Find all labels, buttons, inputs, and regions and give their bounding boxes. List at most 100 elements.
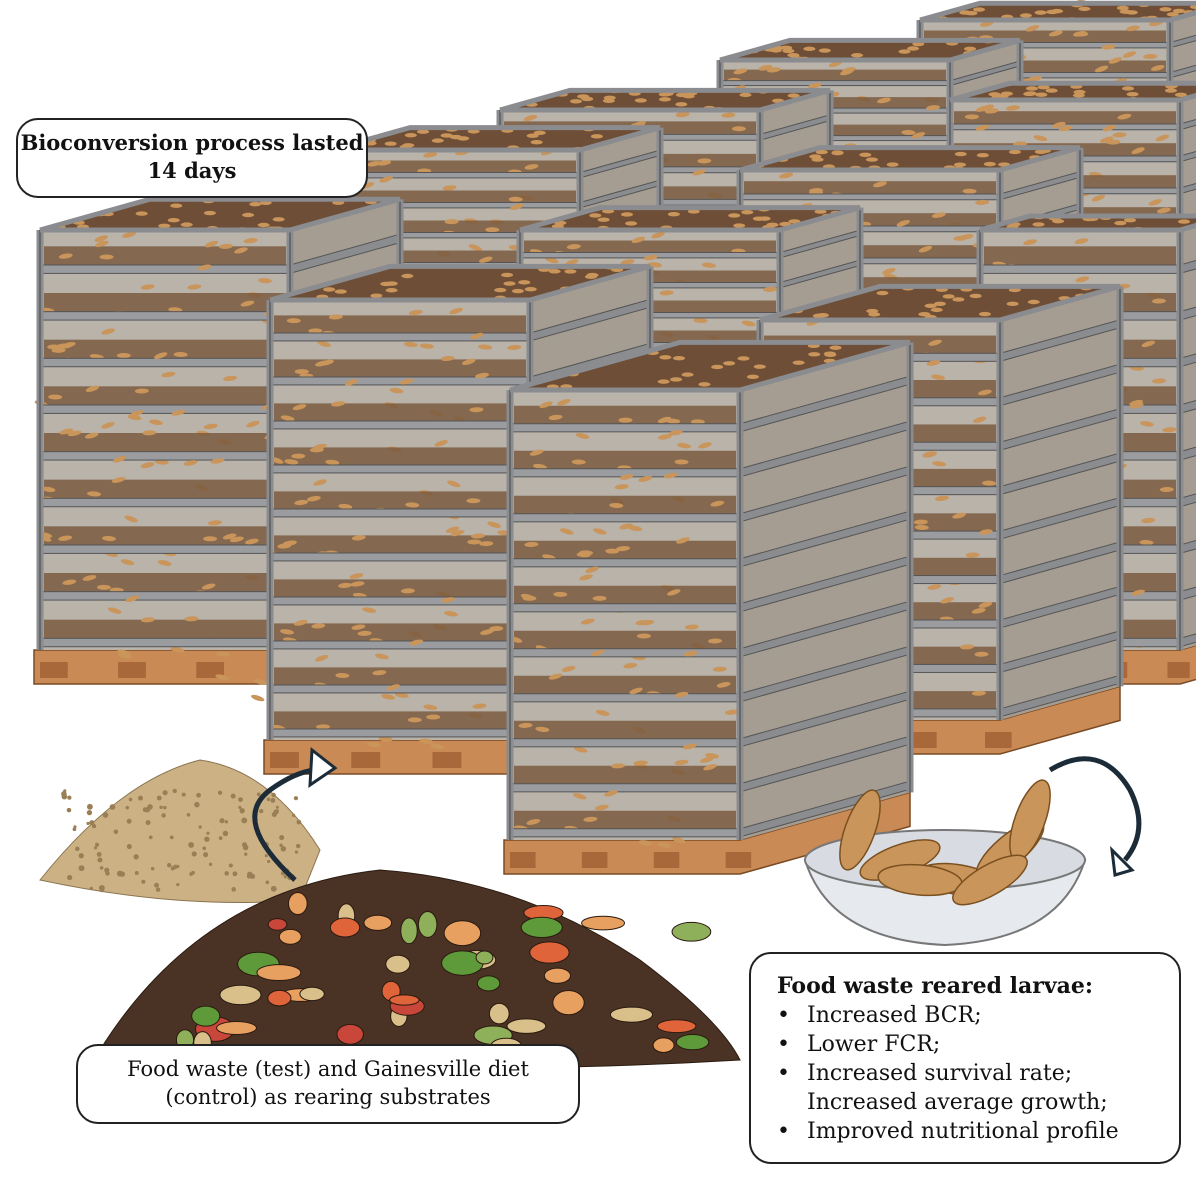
larva: [814, 209, 827, 214]
food-scrap: [267, 989, 292, 1007]
tray-rim: [269, 728, 531, 738]
larva: [564, 269, 577, 274]
larva: [808, 352, 821, 357]
larva: [524, 164, 539, 170]
larva: [690, 419, 705, 425]
larva: [467, 539, 482, 545]
larva: [935, 495, 949, 502]
grain: [61, 793, 68, 800]
pallet-block: [1167, 662, 1190, 678]
tray-rim: [39, 264, 291, 274]
larva: [635, 619, 650, 626]
larva: [792, 360, 805, 365]
grain: [208, 862, 213, 867]
larva: [441, 597, 456, 603]
larva: [362, 607, 377, 613]
larva: [766, 67, 781, 73]
larva: [280, 629, 294, 635]
grain: [296, 819, 302, 825]
tray-substrate: [44, 293, 286, 314]
larva: [472, 703, 487, 709]
larva: [520, 593, 535, 600]
larva: [257, 222, 270, 228]
larva: [426, 714, 441, 720]
larva: [976, 152, 989, 158]
larva: [48, 394, 63, 400]
substrates-label: Food waste (test) and Gainesville diet (…: [127, 1057, 529, 1109]
rack-top-frame: [979, 213, 1196, 233]
larva: [57, 343, 72, 349]
tray-rim: [509, 783, 741, 793]
larva: [173, 352, 188, 358]
larva: [445, 526, 460, 533]
tray-substrate: [514, 765, 736, 786]
larva: [561, 666, 576, 672]
larva: [466, 498, 481, 504]
larva: [1114, 220, 1127, 226]
result-item: Increased BCR;: [777, 1001, 1179, 1030]
larva: [978, 311, 991, 317]
grain: [271, 792, 276, 798]
tray-substrate: [274, 667, 526, 688]
larva: [625, 221, 638, 226]
larva: [708, 638, 723, 644]
grain: [232, 871, 238, 877]
larva: [246, 420, 260, 428]
larva: [419, 738, 434, 744]
larva: [1108, 57, 1123, 64]
larva: [503, 281, 516, 286]
larva: [1101, 44, 1116, 50]
tray-substrate: [514, 405, 736, 426]
grain: [202, 846, 207, 851]
larva: [698, 382, 711, 387]
grain: [267, 859, 271, 864]
larva: [964, 114, 979, 120]
larva: [507, 344, 522, 351]
rack-top-frame: [759, 283, 1121, 323]
grain: [99, 887, 105, 893]
result-item: Increased average growth;: [807, 1090, 1108, 1115]
larva: [471, 533, 486, 539]
food-scrap: [329, 917, 361, 938]
larva: [674, 759, 689, 766]
tray-rim: [269, 464, 531, 474]
larvae-rack: [503, 339, 914, 875]
grain: [163, 805, 167, 810]
larva: [886, 162, 899, 167]
larva: [254, 679, 268, 685]
larva: [633, 760, 648, 766]
larva: [1008, 149, 1021, 155]
larva: [510, 203, 524, 210]
larva: [592, 595, 607, 601]
larva: [988, 92, 1001, 97]
larva: [334, 289, 347, 294]
larva: [1122, 86, 1135, 91]
tray-substrate: [44, 386, 286, 408]
larva: [683, 650, 698, 657]
larva: [544, 257, 559, 264]
larva: [974, 651, 989, 657]
larva: [501, 272, 514, 278]
larva: [659, 290, 674, 296]
larva: [670, 377, 683, 382]
larva: [684, 624, 699, 630]
larva: [1139, 421, 1154, 427]
grain: [265, 880, 270, 885]
larva: [1028, 75, 1042, 82]
larva: [700, 756, 714, 763]
larva: [674, 691, 689, 698]
larva: [611, 763, 626, 769]
tray-rim: [39, 591, 291, 601]
larva: [548, 673, 563, 680]
tray-substrate: [744, 181, 996, 196]
grain: [99, 866, 104, 870]
larva: [94, 235, 108, 242]
food-scrap: [400, 917, 418, 945]
larva: [294, 369, 309, 375]
tray-rim: [719, 80, 951, 87]
grain: [97, 857, 103, 863]
larva: [377, 160, 392, 166]
larva: [926, 360, 941, 366]
larva: [97, 584, 112, 590]
